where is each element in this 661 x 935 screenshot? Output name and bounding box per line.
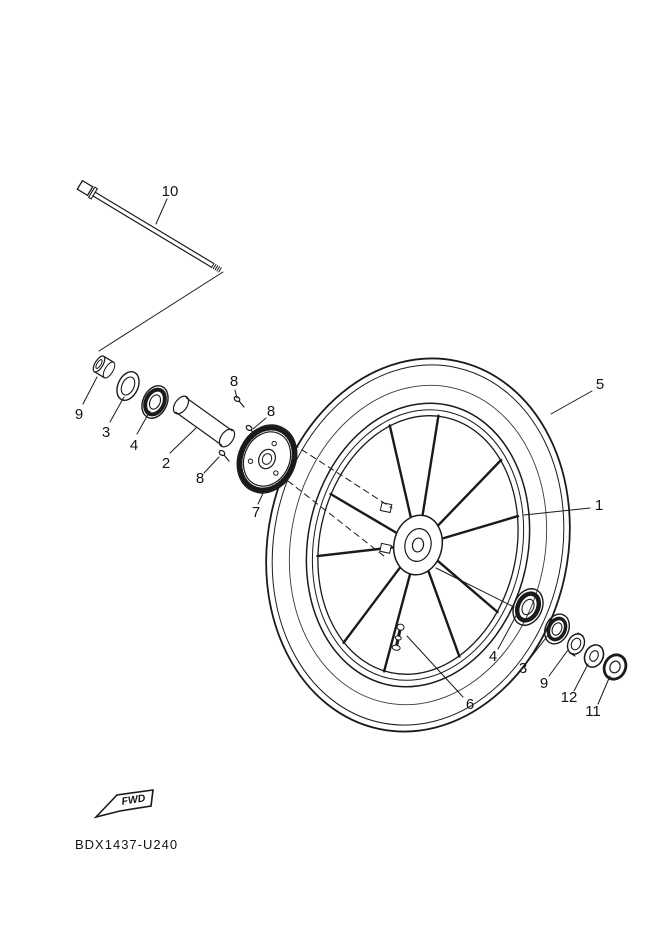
- oil-seal-left: [113, 368, 144, 404]
- callout-washer: 12: [561, 689, 578, 706]
- hub-to-bearing-line: [436, 568, 514, 607]
- callout-bearing-right: 4: [489, 648, 497, 665]
- tire-outline: [232, 330, 604, 760]
- assembly-axis-line: [99, 272, 223, 351]
- wheel-hub: [369, 503, 449, 580]
- valve-stem: [392, 623, 405, 651]
- callout-screw-mid: 8: [267, 403, 275, 420]
- sensor-rotor: [226, 415, 307, 503]
- bearing-right: [507, 584, 548, 630]
- callout-screw-bottom: 8: [196, 470, 204, 487]
- collar-right: [564, 631, 587, 657]
- callout-collar-right: 9: [540, 675, 548, 692]
- fwd-direction-flag: FWD: [96, 790, 153, 817]
- axle-nut: [600, 651, 630, 683]
- spacer-shaft: [170, 393, 237, 449]
- callout-tire: 5: [596, 376, 604, 393]
- fwd-label: FWD: [121, 792, 147, 808]
- callout-valve: 6: [466, 696, 474, 713]
- callout-screw-top: 8: [230, 373, 238, 390]
- callout-axle: 10: [162, 183, 179, 200]
- projection-lines: [288, 444, 392, 556]
- front-axle: [77, 181, 221, 272]
- wheel-spokes: [297, 397, 535, 692]
- callout-labels: 10 9 3 4 2 8 8 8 7 5 1 6 4 3 9 12 11: [75, 183, 604, 720]
- rotor-screws: [218, 395, 256, 461]
- bearing-left: [137, 382, 173, 423]
- callout-bearing-left: 4: [130, 437, 138, 454]
- oil-seal-right: [540, 610, 574, 648]
- callout-oil-seal-right: 3: [519, 660, 527, 677]
- callout-sensor-rotor: 7: [252, 504, 260, 521]
- leader-lines: [83, 199, 610, 704]
- callout-cast-wheel: 1: [595, 497, 603, 514]
- collar-left: [91, 354, 117, 380]
- callout-axle-nut: 11: [585, 703, 601, 720]
- callout-spacer: 2: [162, 455, 170, 472]
- callout-oil-seal-left: 3: [102, 424, 110, 441]
- rim-outline: [281, 382, 556, 707]
- wheel-and-tire: [232, 330, 604, 760]
- drawing-part-code: BDX1437-U240: [75, 837, 178, 852]
- axle-threads: [212, 263, 222, 272]
- callout-collar-left: 9: [75, 406, 83, 423]
- washer: [581, 642, 607, 670]
